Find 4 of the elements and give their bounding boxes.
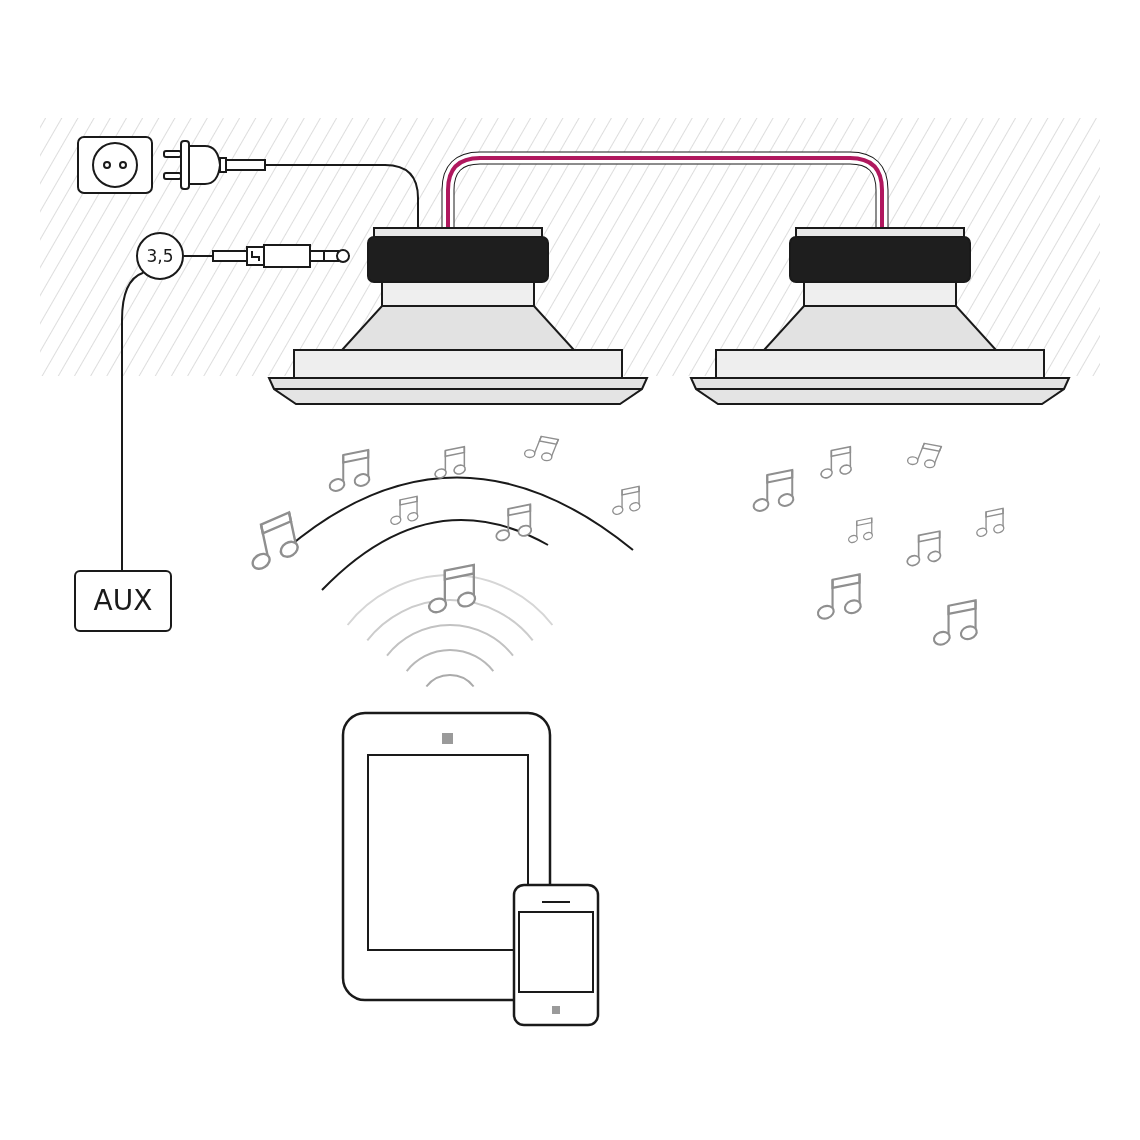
input-label: AUX [74,570,172,632]
cable [121,271,145,571]
cable [264,164,419,229]
cable [183,255,214,257]
